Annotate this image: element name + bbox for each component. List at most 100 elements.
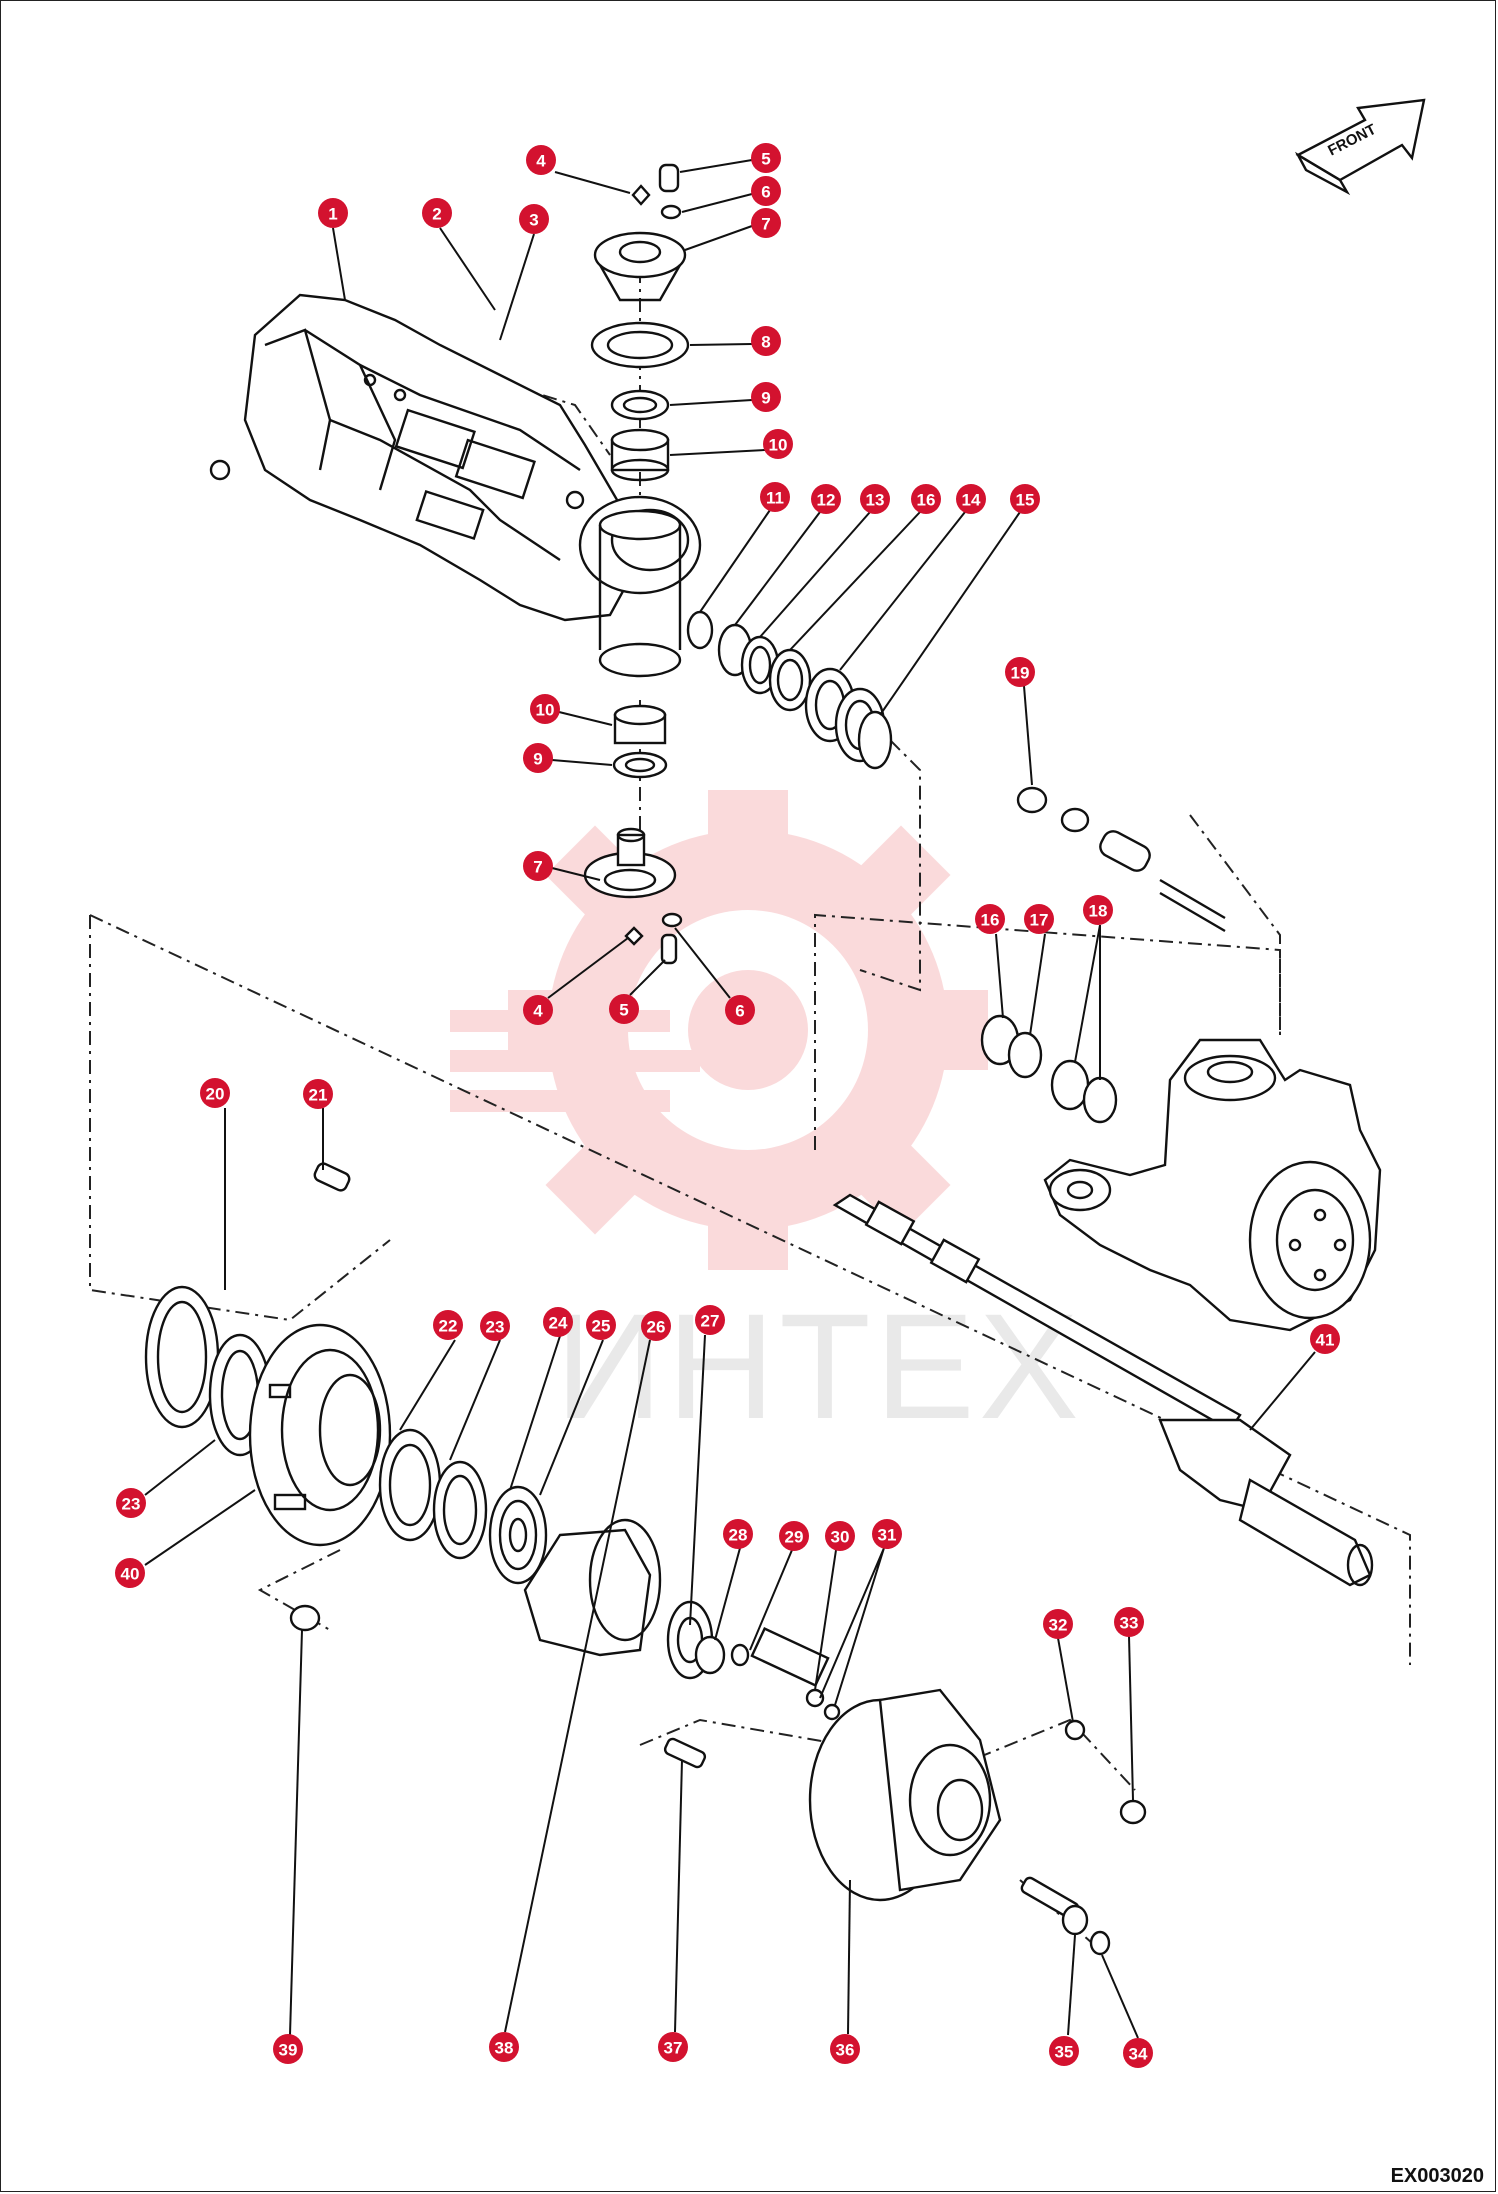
callout-c-31[interactable]: 31 bbox=[872, 1519, 902, 1549]
callout-c-23b[interactable]: 23 bbox=[116, 1488, 146, 1518]
callout-badge bbox=[523, 743, 553, 773]
callout-c-4a[interactable]: 4 bbox=[526, 145, 556, 175]
steering-knuckle bbox=[980, 1014, 1382, 1332]
callout-badge bbox=[519, 204, 549, 234]
callout-c-22[interactable]: 22 bbox=[433, 1310, 463, 1340]
callout-number: 23 bbox=[486, 1318, 505, 1337]
callout-c-40[interactable]: 40 bbox=[115, 1558, 145, 1588]
callout-c-5b[interactable]: 5 bbox=[609, 994, 639, 1024]
callout-number: 10 bbox=[769, 436, 788, 455]
callout-c-25[interactable]: 25 bbox=[586, 1310, 616, 1340]
callout-number: 31 bbox=[878, 1526, 897, 1545]
callout-c-10a[interactable]: 10 bbox=[763, 429, 793, 459]
callout-c-7b[interactable]: 7 bbox=[523, 851, 553, 881]
callout-c-32[interactable]: 32 bbox=[1043, 1609, 1073, 1639]
callout-badge bbox=[872, 1519, 902, 1549]
callout-c-27[interactable]: 27 bbox=[695, 1305, 725, 1335]
callout-badge bbox=[975, 904, 1005, 934]
callout-c-11[interactable]: 11 bbox=[760, 482, 790, 512]
callout-number: 22 bbox=[439, 1317, 458, 1336]
callout-c-18[interactable]: 18 bbox=[1083, 895, 1113, 925]
watermark-logo bbox=[450, 790, 988, 1270]
callout-c-6a[interactable]: 6 bbox=[751, 176, 781, 206]
callout-c-19[interactable]: 19 bbox=[1005, 657, 1035, 687]
callout-badge bbox=[860, 484, 890, 514]
callout-number: 18 bbox=[1089, 902, 1108, 921]
callout-c-28[interactable]: 28 bbox=[723, 1519, 753, 1549]
callout-badge bbox=[1005, 657, 1035, 687]
callout-badge bbox=[1123, 2038, 1153, 2068]
callout-c-23a[interactable]: 23 bbox=[480, 1311, 510, 1341]
callout-c-30[interactable]: 30 bbox=[825, 1521, 855, 1551]
callout-c-7a[interactable]: 7 bbox=[751, 208, 781, 238]
callout-number: 21 bbox=[309, 1086, 328, 1105]
callout-c-36[interactable]: 36 bbox=[830, 2034, 860, 2064]
callout-c-8a[interactable]: 8 bbox=[751, 326, 781, 356]
drive-shaft bbox=[832, 1193, 1374, 1587]
callout-number: 5 bbox=[619, 1001, 628, 1020]
callout-badge bbox=[751, 176, 781, 206]
callout-badge bbox=[489, 2032, 519, 2062]
callout-number: 40 bbox=[121, 1565, 140, 1584]
callout-number: 16 bbox=[981, 911, 1000, 930]
callout-c-16b[interactable]: 16 bbox=[975, 904, 1005, 934]
callout-c-17[interactable]: 17 bbox=[1024, 904, 1054, 934]
callout-badge bbox=[725, 995, 755, 1025]
callout-c-1[interactable]: 1 bbox=[318, 198, 348, 228]
callout-c-5a[interactable]: 5 bbox=[751, 143, 781, 173]
callout-number: 15 bbox=[1016, 491, 1035, 510]
callout-badge bbox=[779, 1521, 809, 1551]
callout-c-26[interactable]: 26 bbox=[641, 1311, 671, 1341]
callout-c-16a[interactable]: 16 bbox=[911, 484, 941, 514]
callout-number: 28 bbox=[729, 1526, 748, 1545]
callout-number: 27 bbox=[701, 1312, 720, 1331]
callout-number: 38 bbox=[495, 2039, 514, 2058]
callout-number: 24 bbox=[549, 1314, 568, 1333]
callout-number: 16 bbox=[917, 491, 936, 510]
callout-c-38[interactable]: 38 bbox=[489, 2032, 519, 2062]
callout-c-29[interactable]: 29 bbox=[779, 1521, 809, 1551]
callout-c-12[interactable]: 12 bbox=[811, 484, 841, 514]
callout-badge bbox=[523, 851, 553, 881]
callout-c-3[interactable]: 3 bbox=[519, 204, 549, 234]
callout-badge bbox=[1083, 895, 1113, 925]
callout-badge bbox=[422, 198, 452, 228]
callout-c-4b[interactable]: 4 bbox=[523, 995, 553, 1025]
callout-c-35[interactable]: 35 bbox=[1049, 2036, 1079, 2066]
callout-c-2[interactable]: 2 bbox=[422, 198, 452, 228]
callout-number: 7 bbox=[533, 858, 542, 877]
callout-c-37[interactable]: 37 bbox=[658, 2032, 688, 2062]
callout-c-24[interactable]: 24 bbox=[543, 1307, 573, 1337]
callout-number: 37 bbox=[664, 2039, 683, 2058]
lower-kingpin-parts bbox=[583, 704, 683, 965]
callout-c-34[interactable]: 34 bbox=[1123, 2038, 1153, 2068]
callout-c-6b[interactable]: 6 bbox=[725, 995, 755, 1025]
callout-c-39[interactable]: 39 bbox=[273, 2034, 303, 2064]
callout-badge bbox=[200, 1078, 230, 1108]
callout-c-41[interactable]: 41 bbox=[1310, 1324, 1340, 1354]
callout-number: 17 bbox=[1030, 911, 1049, 930]
callout-badge bbox=[763, 429, 793, 459]
callout-c-21[interactable]: 21 bbox=[303, 1079, 333, 1109]
callout-number: 8 bbox=[761, 333, 770, 352]
callout-number: 35 bbox=[1055, 2043, 1074, 2062]
callout-c-33[interactable]: 33 bbox=[1114, 1607, 1144, 1637]
callout-badge bbox=[751, 208, 781, 238]
callout-badge bbox=[586, 1310, 616, 1340]
callout-number: 25 bbox=[592, 1317, 611, 1336]
callout-badge bbox=[751, 326, 781, 356]
callout-badge bbox=[658, 2032, 688, 2062]
callout-c-20[interactable]: 20 bbox=[200, 1078, 230, 1108]
callout-badge bbox=[1024, 904, 1054, 934]
callout-c-9a[interactable]: 9 bbox=[751, 382, 781, 412]
callout-c-9b[interactable]: 9 bbox=[523, 743, 553, 773]
callout-c-15[interactable]: 15 bbox=[1010, 484, 1040, 514]
callout-badge bbox=[273, 2034, 303, 2064]
callout-badge bbox=[303, 1079, 333, 1109]
callout-number: 19 bbox=[1011, 664, 1030, 683]
callout-c-14[interactable]: 14 bbox=[956, 484, 986, 514]
callout-c-10b[interactable]: 10 bbox=[530, 694, 560, 724]
callout-c-13[interactable]: 13 bbox=[860, 484, 890, 514]
